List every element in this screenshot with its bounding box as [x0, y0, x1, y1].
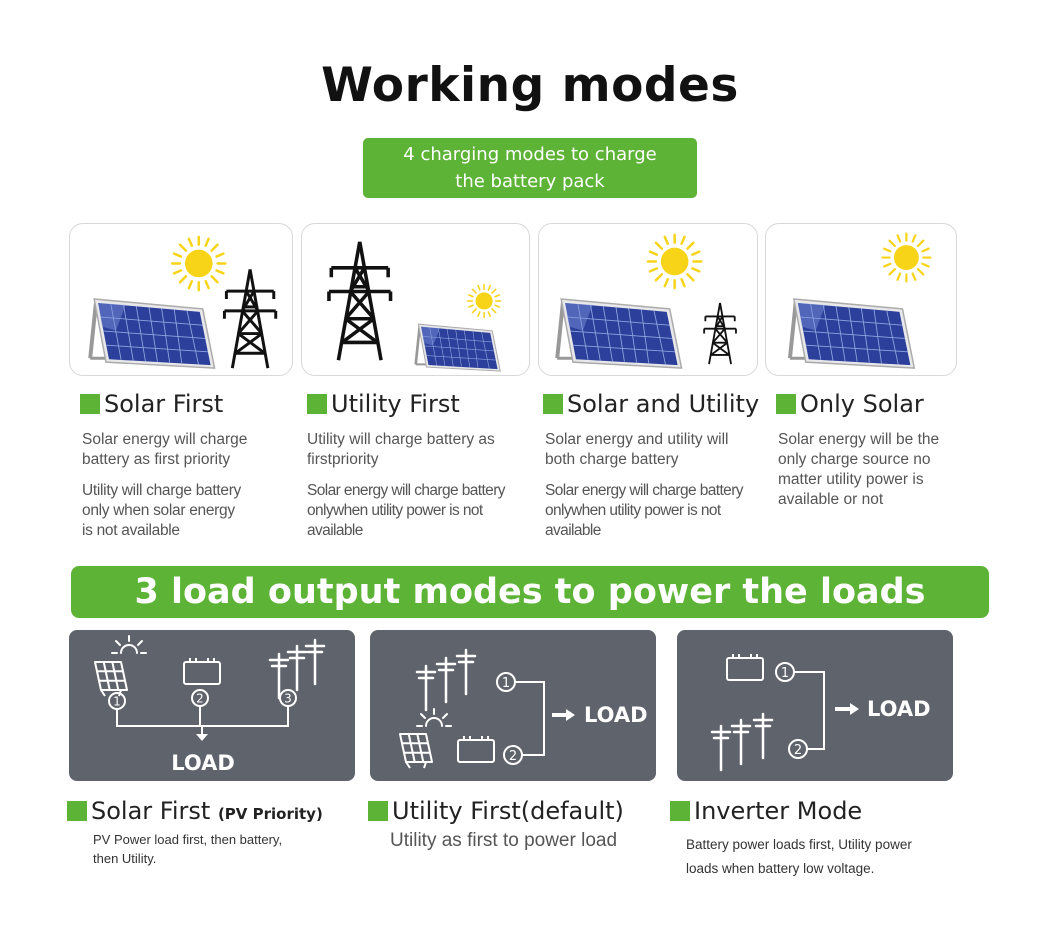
utility-pole-icon [730, 718, 752, 766]
inverter-mode-heading: Inverter Mode [670, 797, 862, 825]
down-arrow-icon [196, 734, 208, 741]
badge-line-2: the battery pack [455, 171, 605, 192]
utility-pole-icon [435, 656, 457, 704]
connector-line [515, 681, 545, 756]
solar-and-utility-desc-2: Solar energy will charge battery onlywhe… [545, 482, 744, 539]
number-2: 2 [196, 692, 204, 706]
inverter-mode-output-diagram: 1 2 LOAD [677, 630, 953, 781]
utility-first-output-diagram: 1 2 LOAD [370, 630, 656, 781]
solar-first-desc-2: Utility will charge battery only when so… [82, 482, 242, 539]
inverter-mode-output-image: 1 2 LOAD [710, 653, 931, 772]
only-solar-image [787, 232, 932, 371]
utility-first-desc-1: Utility will charge battery as firstprio… [307, 431, 495, 468]
load-output-banner: 3 load output modes to power the loads [71, 566, 989, 618]
solar-panel-icon [414, 322, 502, 373]
power-tower-icon [327, 239, 393, 362]
solar-and-utility-desc-1: Solar energy and utility will both charg… [545, 431, 729, 468]
number-3: 3 [284, 692, 292, 706]
connector-line [116, 706, 289, 727]
utility-pole-icon [304, 638, 326, 686]
solar-first-output-diagram: 1 2 3 LOAD [69, 630, 355, 781]
solar-panel-icon [399, 733, 433, 769]
utility-pole-icon [415, 664, 437, 712]
solar-and-utility-illustration [538, 223, 758, 376]
battery-icon [726, 653, 764, 681]
utility-pole-icon [752, 712, 774, 760]
load-label: LOAD [171, 751, 235, 775]
solar-panel-icon [555, 297, 684, 371]
page-title: Working modes [321, 58, 739, 113]
badge-line-1: 4 charging modes to charge [403, 144, 657, 165]
sun-icon [111, 635, 147, 654]
green-square-icon [67, 801, 87, 821]
sun-icon [170, 235, 227, 292]
pv-priority-tag: (PV Priority) [217, 805, 323, 823]
charging-modes-badge: 4 charging modes to charge the battery p… [363, 138, 697, 198]
utility-pole-icon [710, 724, 732, 772]
solar-panel-icon [787, 297, 917, 371]
green-square-icon [368, 801, 388, 821]
solar-first-image [88, 235, 278, 371]
battery-icon [183, 657, 221, 685]
green-square-icon [543, 394, 563, 414]
sun-icon [881, 232, 932, 283]
power-tower-icon [703, 302, 737, 366]
utility-first-default-desc: Utility as first to power load [390, 830, 618, 851]
green-square-icon [80, 394, 100, 414]
solar-and-utility-image [555, 233, 737, 371]
inverter-mode-desc: Battery power loads first, Utility power… [686, 837, 912, 876]
utility-first-image [327, 239, 502, 373]
sun-icon [466, 283, 502, 319]
sun-icon [416, 708, 452, 727]
load-label: LOAD [584, 703, 648, 727]
number-1: 1 [781, 666, 789, 681]
solar-first-illustration [69, 223, 293, 376]
pv-priority-heading: Solar First (PV Priority) [67, 797, 323, 825]
load-label: LOAD [867, 697, 931, 721]
battery-icon [457, 735, 495, 763]
utility-first-default-heading: Utility First(default) [368, 797, 624, 825]
green-square-icon [670, 801, 690, 821]
pv-priority-desc: PV Power load first, then battery, then … [93, 832, 283, 866]
solar-first-desc-1: Solar energy will charge battery as firs… [82, 431, 248, 468]
utility-first-heading: Utility First [307, 390, 460, 418]
number-1: 1 [113, 695, 121, 709]
right-arrow-icon [850, 703, 859, 715]
right-arrow-icon [566, 709, 575, 721]
number-2: 2 [509, 749, 517, 764]
utility-first-output-image: 1 2 LOAD [399, 648, 648, 769]
solar-first-heading: Solar First [80, 390, 223, 418]
sun-icon [646, 233, 703, 290]
number-1: 1 [502, 676, 510, 691]
utility-first-desc-2: Solar energy will charge battery onlywhe… [307, 482, 506, 539]
utility-pole-icon [286, 644, 308, 692]
only-solar-desc: Solar energy will be the only charge sou… [778, 431, 940, 508]
green-square-icon [776, 394, 796, 414]
solar-first-output-image: 1 2 3 LOAD [94, 635, 326, 775]
utility-pole-icon [455, 648, 477, 696]
only-solar-illustration [765, 223, 957, 376]
solar-and-utility-heading: Solar and Utility [543, 390, 759, 418]
utility-first-illustration [301, 223, 530, 376]
number-2: 2 [794, 743, 802, 758]
solar-panel-icon [88, 297, 217, 371]
only-solar-heading: Only Solar [776, 390, 924, 418]
connector-line [794, 671, 825, 750]
solar-panel-icon [94, 661, 128, 697]
power-tower-icon [222, 267, 278, 370]
green-square-icon [307, 394, 327, 414]
